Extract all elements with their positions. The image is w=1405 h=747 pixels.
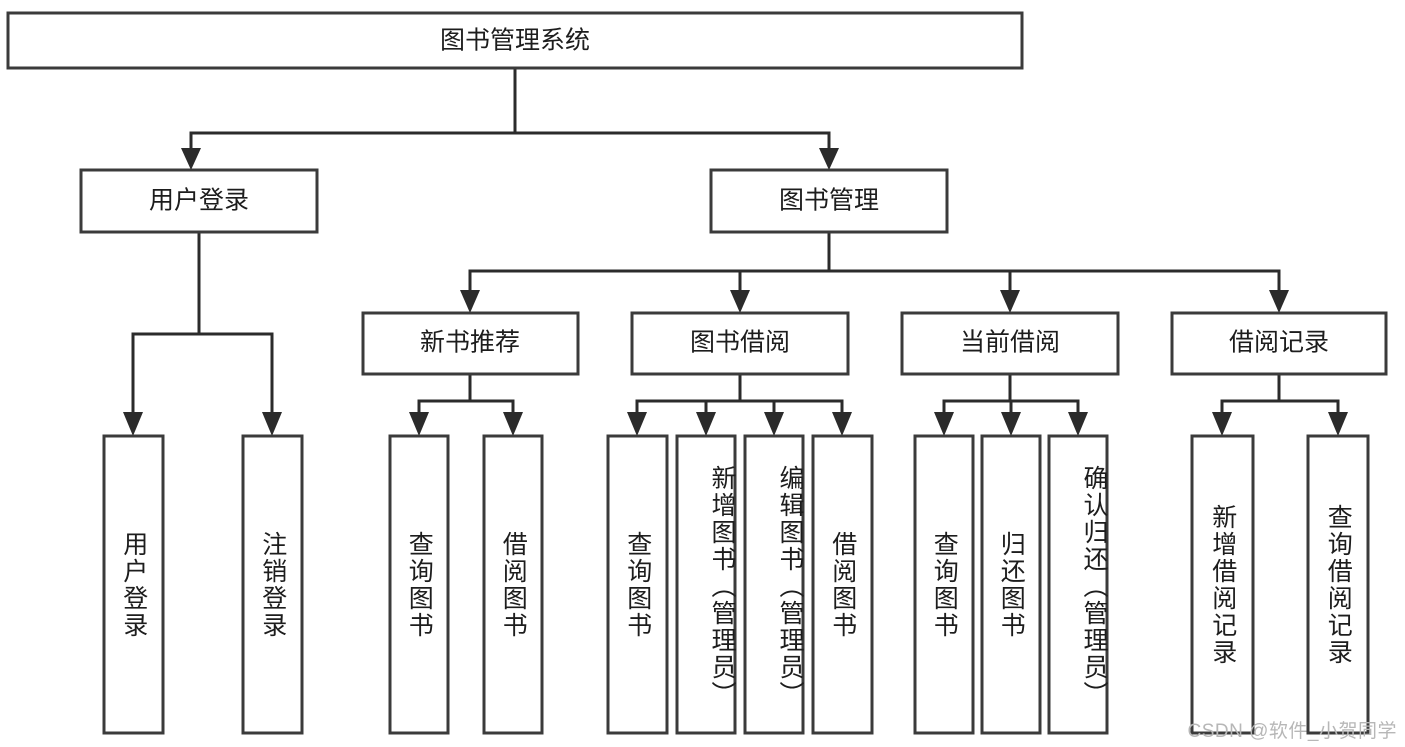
leaf-box-user-logout[interactable] [241, 434, 304, 735]
node-borrow-record-label: 借阅记录 [1229, 329, 1329, 357]
arrow-head-new-book-rec [460, 290, 480, 313]
node-user-login[interactable]: 用户登录 [79, 168, 319, 234]
node-root[interactable]: 图书管理系统 [6, 11, 1024, 70]
arrow-head-user-login [181, 148, 201, 170]
arrow-head-currentborrow-leaf-1 [934, 412, 954, 436]
node-user-login-box[interactable] [79, 168, 319, 234]
arrow-head-newbook-leaf-1 [409, 412, 429, 436]
leaf-box-borrow-book-newrec[interactable] [482, 434, 544, 735]
node-root-label: 图书管理系统 [440, 27, 590, 55]
arrow-head-bookborrow-leaf-1 [627, 412, 647, 436]
leaf-box-query-book-newrec[interactable] [388, 434, 450, 735]
arrow-head-book-borrow [730, 290, 750, 313]
csdn-watermark: CSDN @软件_小贺同学 [1187, 721, 1397, 742]
arrow-head-borrow-record [1269, 290, 1289, 313]
arrow-head-leaf-user-logout [262, 412, 282, 436]
leaf-box-edit-book-admin[interactable] [743, 434, 805, 735]
arrow-head-currentborrow-leaf-2 [1001, 412, 1021, 436]
leaf-box-confirm-return-admin[interactable] [1047, 434, 1109, 735]
connector-group [123, 66, 1348, 436]
leaf-box-borrow-book[interactable] [811, 434, 874, 735]
arrow-head-bookborrow-leaf-3 [764, 412, 784, 436]
arrow-head-bookborrow-leaf-2 [696, 412, 716, 436]
node-current-borrow[interactable]: 当前借阅 [900, 311, 1120, 376]
node-current-borrow-label: 当前借阅 [960, 329, 1060, 357]
node-borrow-record-box[interactable] [1170, 311, 1388, 376]
arrow-head-current-borrow [1000, 290, 1020, 313]
node-current-borrow-box[interactable] [900, 311, 1120, 376]
node-borrow-record[interactable]: 借阅记录 [1170, 311, 1388, 376]
arrow-head-bookborrow-leaf-4 [832, 412, 852, 436]
leaf-box-add-book-admin[interactable] [675, 434, 737, 735]
arrow-head-book-manage [819, 148, 839, 170]
arrow-head-currentborrow-leaf-3 [1068, 412, 1088, 436]
leaf-box-return-book[interactable] [980, 434, 1042, 735]
arrow-head-borrowrecord-leaf-1 [1212, 412, 1232, 436]
node-book-management[interactable]: 图书管理 [709, 168, 949, 234]
node-book-borrow-label: 图书借阅 [690, 329, 790, 357]
node-book-borrow-box[interactable] [630, 311, 850, 376]
node-root-box[interactable] [6, 11, 1024, 70]
arrow-head-borrowrecord-leaf-2 [1328, 412, 1348, 436]
arrow-head-leaf-user-login [123, 412, 143, 436]
leaf-box-query-book-borrow[interactable] [606, 434, 669, 735]
leaf-box-add-borrow-record[interactable] [1190, 434, 1255, 735]
node-user-login-label: 用户登录 [149, 187, 249, 215]
leaf-box-group [102, 434, 1370, 735]
node-book-management-box[interactable] [709, 168, 949, 234]
leaf-box-user-login[interactable] [102, 434, 165, 735]
node-new-book-recommend[interactable]: 新书推荐 [361, 311, 580, 376]
node-book-management-label: 图书管理 [779, 187, 879, 215]
node-book-borrow[interactable]: 图书借阅 [630, 311, 850, 376]
leaf-box-query-borrow-record[interactable] [1306, 434, 1370, 735]
node-new-book-recommend-box[interactable] [361, 311, 580, 376]
arrow-head-newbook-leaf-2 [503, 412, 523, 436]
leaf-box-query-book-current[interactable] [913, 434, 975, 735]
node-new-book-recommend-label: 新书推荐 [420, 329, 520, 357]
